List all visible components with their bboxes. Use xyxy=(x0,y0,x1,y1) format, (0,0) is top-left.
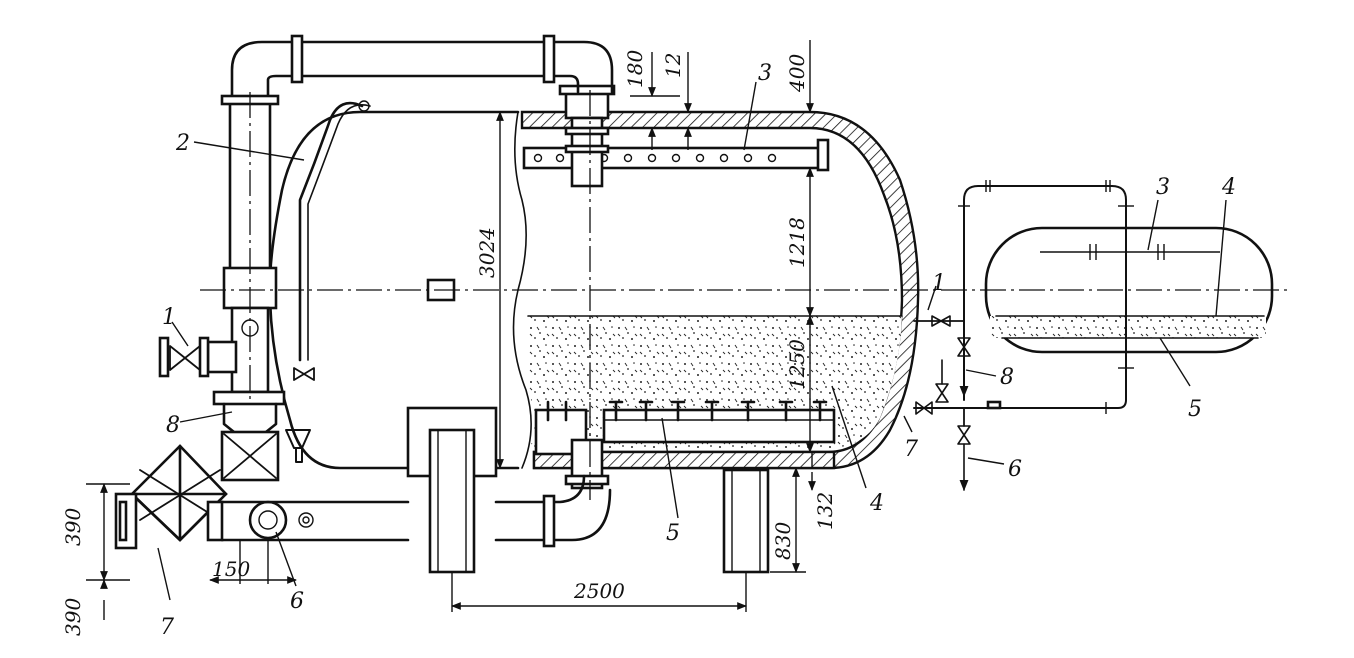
dimension-values: 180 12 400 3024 1218 1250 830 132 2500 1… xyxy=(61,50,837,636)
label-8-right: 8 xyxy=(1000,365,1014,390)
dim-3024: 3024 xyxy=(475,227,499,278)
dimension-lines xyxy=(86,40,816,620)
drainage-system xyxy=(534,400,836,456)
distribution-pipe xyxy=(522,138,830,172)
dim-830: 830 xyxy=(771,522,795,560)
label-8-left: 8 xyxy=(166,413,180,438)
label-7-left: 7 xyxy=(160,615,174,640)
leader-lines xyxy=(157,81,1227,601)
dim-180: 180 xyxy=(623,50,647,88)
dim-1250: 1250 xyxy=(785,339,809,390)
label-1-left: 1 xyxy=(162,305,176,330)
dim-390-top: 390 xyxy=(61,508,85,546)
label-6-bottom: 6 xyxy=(290,589,304,614)
dim-400: 400 xyxy=(785,54,809,93)
label-4-small: 4 xyxy=(1221,175,1236,200)
small-schematic xyxy=(913,180,1274,492)
dim-132: 132 xyxy=(813,492,837,530)
vessel-supports xyxy=(406,406,770,574)
dim-1218: 1218 xyxy=(785,217,809,268)
label-2: 2 xyxy=(175,131,190,156)
label-3-top: 3 xyxy=(758,61,772,86)
label-7-right: 7 xyxy=(904,437,918,462)
dim-2500: 2500 xyxy=(573,579,625,603)
label-1-right: 1 xyxy=(932,271,946,296)
dim-150: 150 xyxy=(212,557,250,581)
label-3-small: 3 xyxy=(1156,175,1170,200)
label-5-bottom: 5 xyxy=(666,521,680,546)
label-5-small: 5 xyxy=(1188,397,1202,422)
main-vessel xyxy=(268,84,920,490)
callout-numbers: 1 2 3 8 7 6 5 4 1 8 7 6 3 4 5 xyxy=(160,61,1236,640)
dim-12: 12 xyxy=(661,53,685,78)
dim-390-bottom: 390 xyxy=(61,598,85,636)
label-4-bottom: 4 xyxy=(869,491,884,516)
label-6-right: 6 xyxy=(1008,457,1022,482)
